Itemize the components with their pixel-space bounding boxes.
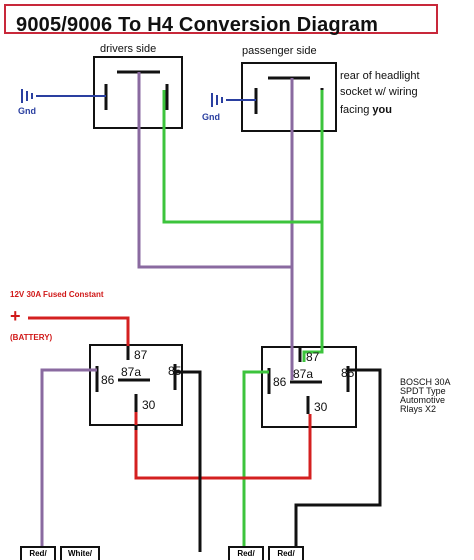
drivers-side-label: drivers side <box>100 43 157 55</box>
passenger-gnd-label: Gnd <box>202 112 220 122</box>
power-plus: + <box>10 306 21 326</box>
relay-right-pin-87: 87 <box>306 350 320 364</box>
relay-left-pin-87a: 87a <box>121 365 142 379</box>
relay-note: BOSCH 30A SPDT Type Automotive Rlays X2 <box>400 377 451 414</box>
drivers-gnd-label: Gnd <box>18 106 36 116</box>
red-wire-battery <box>28 316 130 346</box>
headlight-note-line3-bold: you <box>372 104 392 116</box>
relay-left-pin-30: 30 <box>142 398 156 412</box>
headlight-note-line2: socket w/ wiring <box>340 86 418 98</box>
relay-left-pin-86: 86 <box>101 373 115 387</box>
green-wire-to-relay <box>302 222 324 362</box>
plug-red-right-1: Red/ <box>228 546 264 560</box>
purple-wire-drivers <box>137 72 294 269</box>
drivers-ground-icon <box>21 89 33 103</box>
headlight-note-line3: facing you <box>340 104 392 116</box>
plug-red-right-2: Red/ <box>268 546 304 560</box>
relay-left-pin-85: 85 <box>168 364 182 378</box>
headlight-note-line1: rear of headlight <box>340 70 420 82</box>
green-wire-drivers <box>162 90 324 224</box>
black-wire-right-85 <box>294 368 382 552</box>
plug-white: White/ <box>60 546 100 560</box>
relay-right-pin-85: 85 <box>341 366 355 380</box>
relay-left-pin-87: 87 <box>134 348 148 362</box>
power-battery: (BATTERY) <box>10 333 53 342</box>
relay-right-pin-87a: 87a <box>293 367 314 381</box>
page-title: 9005/9006 To H4 Conversion Diagram <box>16 14 379 36</box>
relay-right-pin-86: 86 <box>273 375 287 389</box>
red-wire-relay-30 <box>134 412 312 480</box>
black-wire-left-85 <box>175 370 202 552</box>
plug-red-left: Red/ <box>20 546 56 560</box>
headlight-note-line3-pre: facing <box>340 104 373 116</box>
title-box: 9005/9006 To H4 Conversion Diagram <box>4 4 438 36</box>
passenger-side-label: passenger side <box>242 45 317 57</box>
passenger-socket-box <box>241 62 337 132</box>
passenger-ground-icon <box>211 93 223 107</box>
purple-wire-white-plug <box>40 368 97 550</box>
green-wire-plug <box>242 370 269 550</box>
power-title: 12V 30A Fused Constant <box>10 290 104 299</box>
relay-right-pin-30: 30 <box>314 400 328 414</box>
